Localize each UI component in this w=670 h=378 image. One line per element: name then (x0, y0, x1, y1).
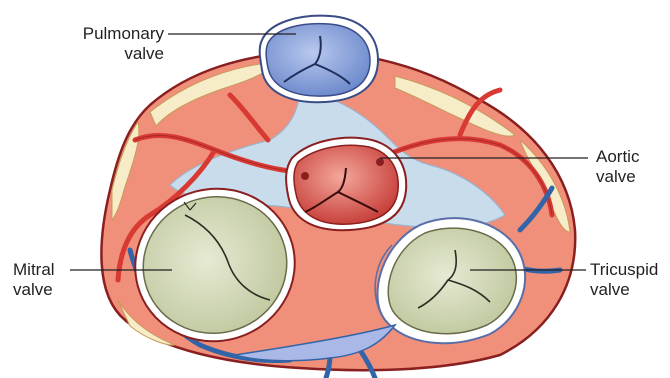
mitral-valve-label: Mitral valve (13, 260, 55, 300)
pulmonary-valve-label: Pulmonary valve (60, 24, 164, 64)
aortic-valve (286, 138, 406, 230)
aortic-label-line2: valve (596, 167, 639, 187)
mitral-label-line2: valve (13, 280, 55, 300)
pulmonary-label-line1: Pulmonary (60, 24, 164, 44)
tricuspid-valve-label: Tricuspid valve (590, 260, 658, 300)
aortic-valve-label: Aortic valve (596, 147, 639, 187)
pulmonary-label-line2: valve (60, 44, 164, 64)
tricuspid-label-line2: valve (590, 280, 658, 300)
tricuspid-label-line1: Tricuspid (590, 260, 658, 280)
aortic-label-line1: Aortic (596, 147, 639, 167)
pulmonary-valve (260, 16, 378, 103)
mitral-label-line1: Mitral (13, 260, 55, 280)
